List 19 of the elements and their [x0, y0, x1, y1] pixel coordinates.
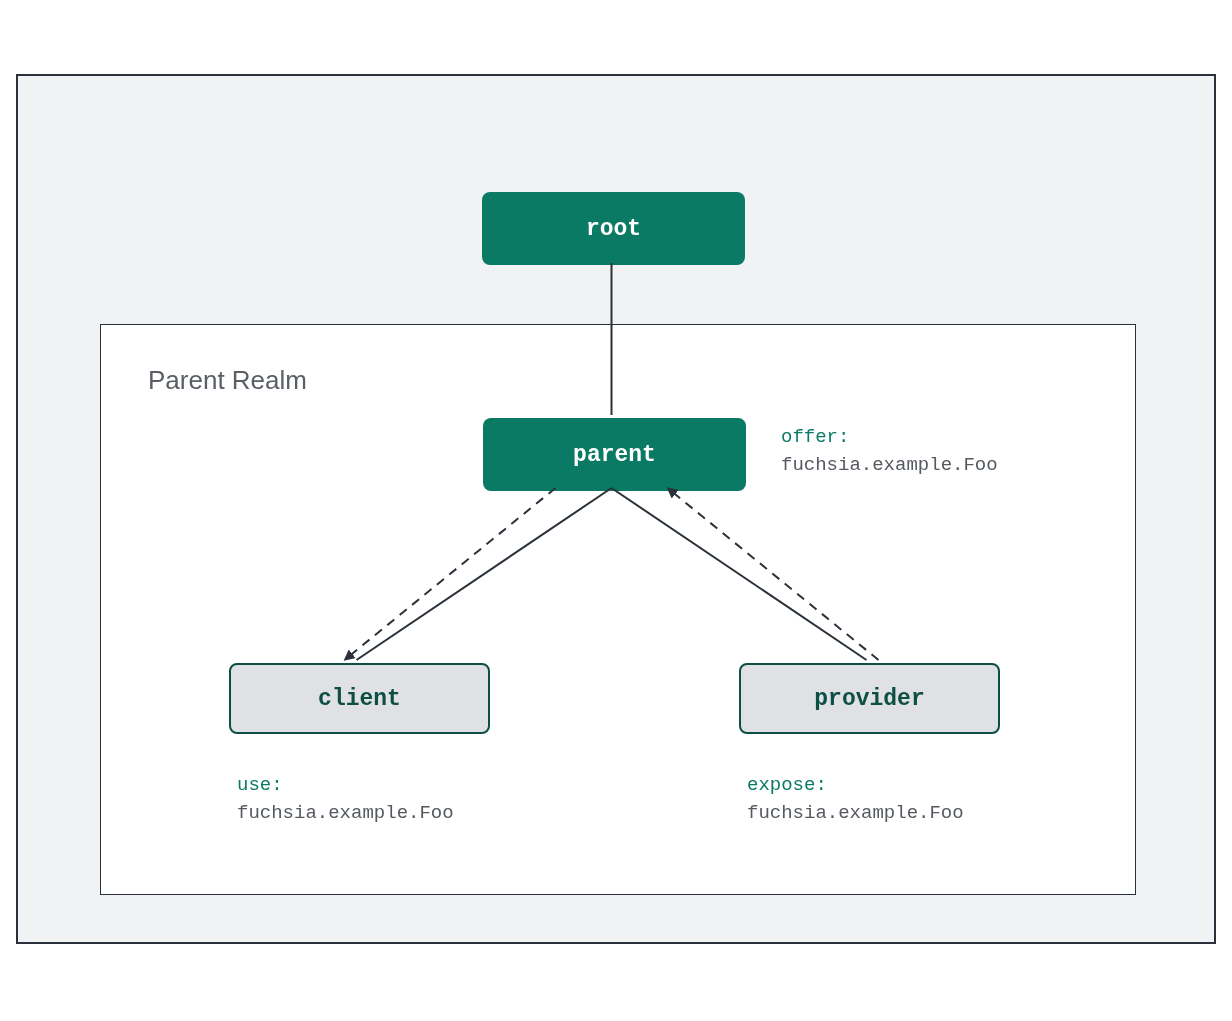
group-title: Parent Realm — [148, 365, 307, 396]
connector-line — [610, 487, 868, 661]
component-name: root — [585, 215, 642, 242]
protocol-name: fuchsia.example.Foo — [237, 801, 454, 826]
protocol-name: fuchsia.example.Foo — [747, 801, 964, 826]
realm-box — [100, 324, 1136, 895]
capability-keyword: use: — [237, 773, 283, 798]
connector-line — [610, 262, 613, 416]
arrow — [343, 487, 557, 661]
component-box — [482, 192, 745, 265]
box — [16, 74, 1216, 944]
component-name: parent — [573, 441, 656, 468]
capability-keyword: offer: — [781, 425, 850, 450]
component-name: provider — [814, 685, 925, 712]
arrow — [666, 487, 880, 661]
capability-keyword: expose: — [747, 773, 827, 798]
protocol-name: fuchsia.example.Foo — [781, 453, 998, 478]
connector-line — [355, 487, 613, 661]
component-name: client — [318, 685, 401, 712]
